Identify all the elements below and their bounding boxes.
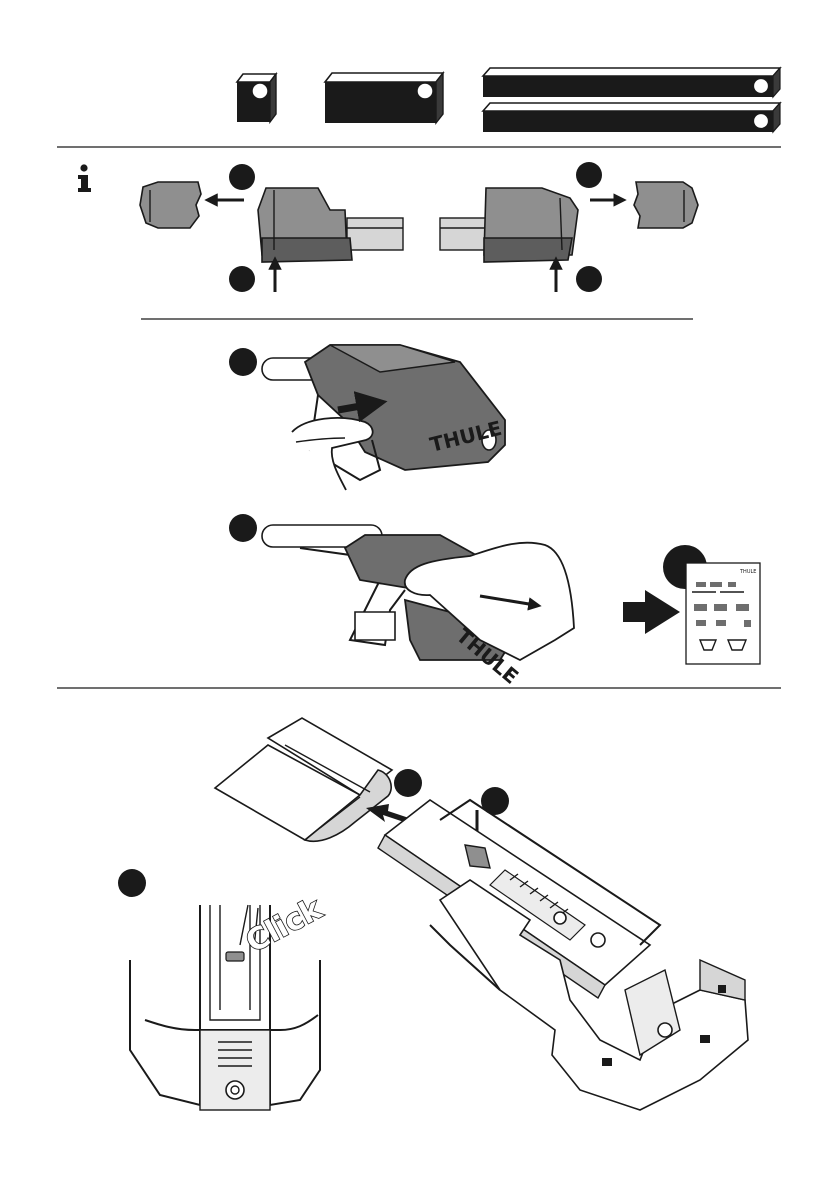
parts-overview <box>237 68 780 132</box>
step-bubble <box>229 514 257 542</box>
fit-kit-manual-card: THULE <box>686 563 760 664</box>
info-icon <box>78 164 91 192</box>
step-bubble <box>229 164 255 190</box>
end-cap-right <box>634 182 698 228</box>
click-label: Click <box>240 891 328 960</box>
manual-brand-tag: THULE <box>739 569 756 575</box>
foot-right <box>440 188 578 262</box>
roof-bar <box>215 718 392 841</box>
step-bubble <box>229 266 255 292</box>
step-bubble <box>394 769 422 797</box>
step-bubble <box>576 162 602 188</box>
foot-assembly-detail <box>378 800 748 1110</box>
foot-slide-illustration: THULE <box>262 525 574 689</box>
step-bubble <box>118 869 146 897</box>
part-long-bar-1 <box>483 68 780 97</box>
end-cap-left <box>140 182 201 228</box>
step-bubble <box>229 348 257 376</box>
part-medium-block <box>325 73 443 123</box>
arrow-to-manual <box>623 590 680 634</box>
step-bubble <box>576 266 602 292</box>
foot-press-illustration: THULE <box>262 345 505 490</box>
part-long-bar-2 <box>483 103 780 132</box>
part-small-block <box>237 74 276 122</box>
foot-left <box>258 188 403 262</box>
